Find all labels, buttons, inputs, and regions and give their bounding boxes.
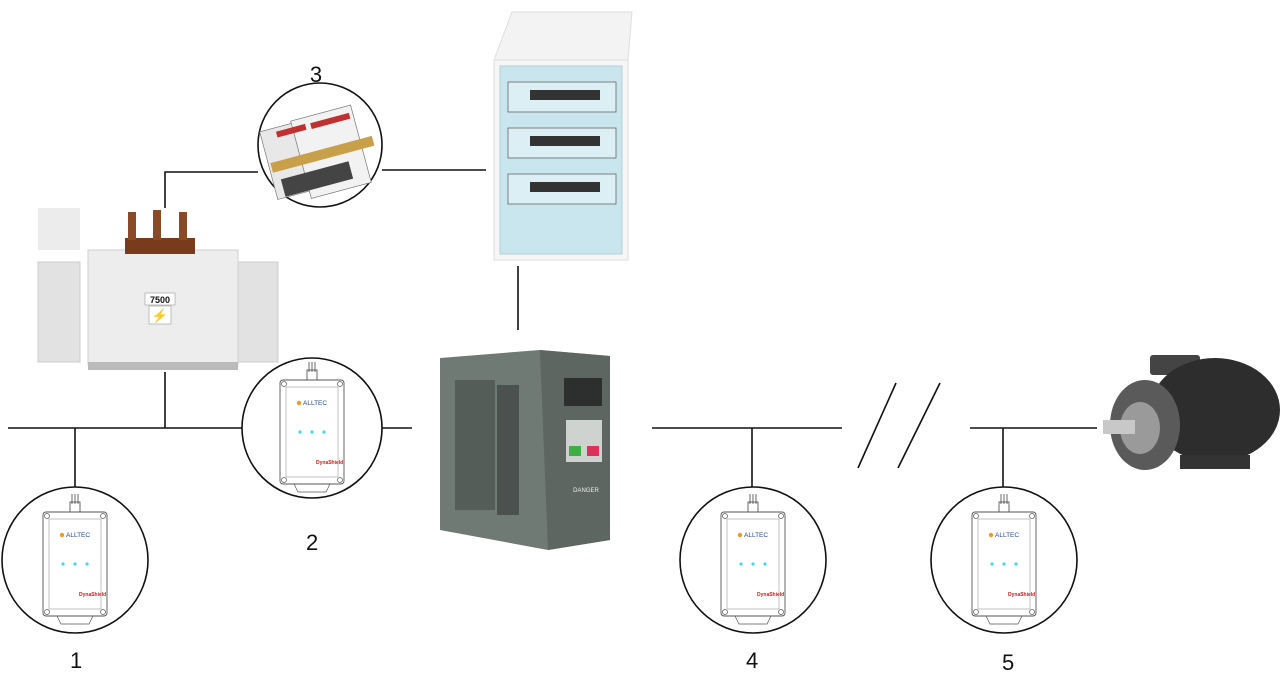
drive-warning-label: DANGER — [573, 488, 599, 494]
transformer: 7500 ⚡ — [37, 208, 279, 370]
label-1: 1 — [70, 648, 82, 673]
break-slash-1 — [857, 382, 897, 469]
electric-motor — [1103, 355, 1280, 470]
wiring — [8, 169, 1097, 487]
spd-2-surge-protector: ALLTEC DynaShield — [241, 357, 383, 499]
spd-enclosure — [42, 493, 108, 625]
spd-1-surge-protector: ALLTEC DynaShield — [1, 486, 149, 634]
spd-enclosure — [720, 493, 786, 625]
brand-label: ALLTEC — [744, 532, 768, 539]
brand-label: ALLTEC — [303, 400, 327, 407]
brand-label: ALLTEC — [995, 532, 1019, 539]
product-label: DynaShield — [757, 592, 784, 598]
label-4: 4 — [746, 648, 758, 673]
label-3: 3 — [310, 62, 322, 87]
break-slash-2 — [897, 382, 941, 469]
product-label: DynaShield — [316, 460, 343, 466]
product-label: DynaShield — [79, 592, 106, 598]
brand-label: ALLTEC — [66, 532, 90, 539]
spd-5-surge-protector: ALLTEC DynaShield — [930, 486, 1078, 634]
variable-frequency-drive: DANGER — [440, 350, 610, 550]
label-2: 2 — [306, 530, 318, 555]
spd-enclosure — [971, 493, 1037, 625]
electrical-panel — [493, 11, 633, 261]
product-label: DynaShield — [1008, 592, 1035, 598]
label-5: 5 — [1002, 650, 1014, 675]
spd-enclosure — [279, 361, 345, 493]
transformer-rating: 7500 — [150, 295, 170, 305]
spd-3-din-rail: 3 — [257, 62, 383, 208]
lightning-icon: ⚡ — [152, 308, 168, 324]
spd-4-surge-protector: ALLTEC DynaShield — [679, 486, 827, 634]
transformer-to-spd3 — [164, 171, 258, 208]
